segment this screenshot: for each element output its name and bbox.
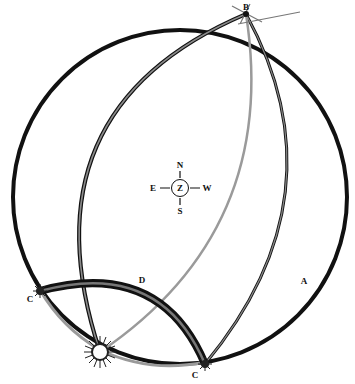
compass-letter: N [177, 161, 184, 170]
arc-d [40, 283, 205, 364]
great-circle-right-inner [205, 14, 287, 364]
point-letter: C [192, 371, 199, 380]
sun-symbol [84, 336, 116, 368]
great-circle-right [205, 14, 287, 364]
compass-ticks [160, 171, 200, 205]
point-letter: C [27, 295, 34, 304]
zenith-letter: Z [177, 184, 183, 193]
compass-letter: S [177, 207, 182, 216]
compass-letter: E [150, 184, 156, 193]
sun-circle [100, 14, 251, 352]
arc-d-inner [40, 283, 205, 364]
point-letter: A [301, 277, 308, 286]
point-letter: B [243, 3, 249, 12]
zenith-circle: Z [171, 179, 189, 197]
point-letter: D [139, 276, 146, 285]
pole-strokes [232, 4, 300, 24]
horizon-circle [13, 30, 347, 364]
compass-letter: W [203, 184, 212, 193]
